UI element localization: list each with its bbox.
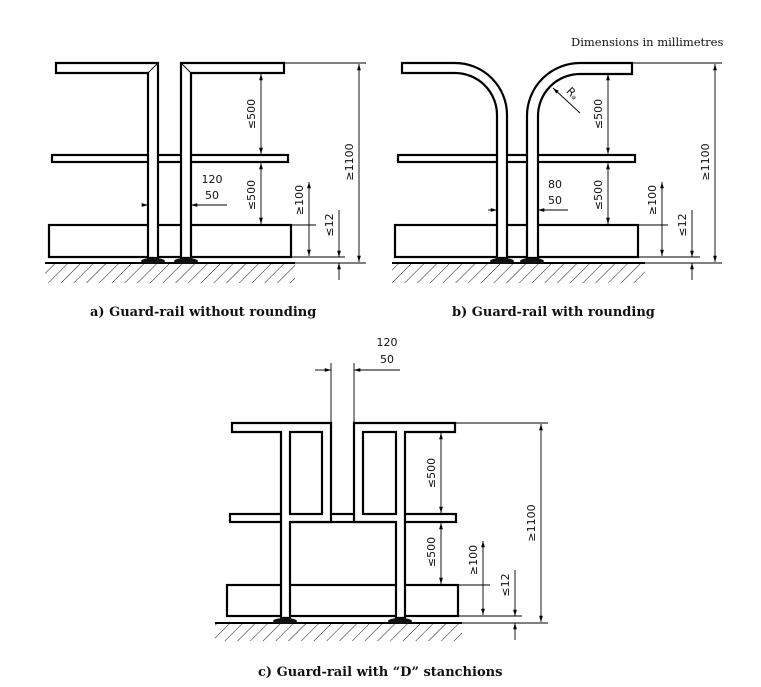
toe-board-gap-label: ≤12 bbox=[499, 573, 512, 596]
panel-a-caption: a) Guard-rail without rounding bbox=[90, 305, 316, 320]
radius-label: Rₐ bbox=[564, 85, 582, 103]
panel-c-caption: c) Guard-rail with “D” stanchions bbox=[258, 665, 502, 680]
intermediate-rail bbox=[396, 153, 637, 164]
intermediate-rail bbox=[228, 512, 458, 524]
panel-b-guard-rail-with-rounding: Rₐ 80 50 ≤500 ≤500 ≥100 ≤12 ≥1100 b) Gua… bbox=[392, 61, 722, 320]
ground-hatch bbox=[392, 263, 645, 283]
radius-leader bbox=[552, 87, 581, 114]
upper-spacing-label: ≤500 bbox=[425, 458, 438, 488]
dimensions-note: Dimensions in millimetres bbox=[571, 35, 723, 49]
gap-min-label: 50 bbox=[380, 353, 394, 366]
ground-hatch bbox=[215, 623, 462, 641]
upper-spacing-label: ≤500 bbox=[245, 99, 258, 129]
lower-spacing-label: ≤500 bbox=[425, 537, 438, 567]
post-base-plate bbox=[174, 258, 198, 264]
toe-board-gap-label: ≤12 bbox=[323, 213, 336, 236]
toe-board bbox=[225, 583, 460, 618]
total-height-label: ≥1100 bbox=[525, 504, 538, 541]
panel-c-guard-rail-with-d-stanchions: 120 50 ≤500 ≤500 ≥100 ≤12 ≥1100 c) Guard… bbox=[215, 336, 548, 680]
gap-min-label: 50 bbox=[205, 189, 219, 202]
gap-max-label: 80 bbox=[548, 178, 562, 191]
toe-board-height-label: ≥100 bbox=[646, 185, 659, 215]
post-base-plate bbox=[490, 258, 514, 264]
toe-board bbox=[47, 223, 293, 259]
gap-max-label: 120 bbox=[377, 336, 398, 349]
lower-spacing-label: ≤500 bbox=[245, 180, 258, 210]
gap-min-label: 50 bbox=[548, 194, 562, 207]
post-base-plate bbox=[141, 258, 165, 264]
post-base-plate bbox=[388, 618, 412, 624]
left-d-stanchion-opening bbox=[288, 430, 324, 516]
lower-spacing-label: ≤500 bbox=[592, 180, 605, 210]
upper-spacing-label: ≤500 bbox=[592, 99, 605, 129]
total-height-label: ≥1100 bbox=[699, 143, 712, 180]
toe-board-height-label: ≥100 bbox=[467, 545, 480, 575]
toe-board-gap-label: ≤12 bbox=[676, 213, 689, 236]
gap-max-label: 120 bbox=[202, 173, 223, 186]
total-height-label: ≥1100 bbox=[343, 143, 356, 180]
post-base-plate bbox=[273, 618, 297, 624]
panel-a-guard-rail-without-rounding: 120 50 ≤500 ≤500 ≥100 ≤12 ≥1100 a) Guard… bbox=[45, 61, 366, 320]
toe-board-height-label: ≥100 bbox=[293, 185, 306, 215]
right-rounded-rail-and-post bbox=[525, 61, 634, 260]
right-d-stanchion-opening bbox=[361, 430, 398, 516]
panel-b-caption: b) Guard-rail with rounding bbox=[452, 305, 655, 320]
post-base-plate bbox=[520, 258, 544, 264]
intermediate-rail bbox=[50, 153, 290, 164]
toe-board bbox=[393, 223, 640, 259]
ground-hatch bbox=[45, 263, 295, 283]
